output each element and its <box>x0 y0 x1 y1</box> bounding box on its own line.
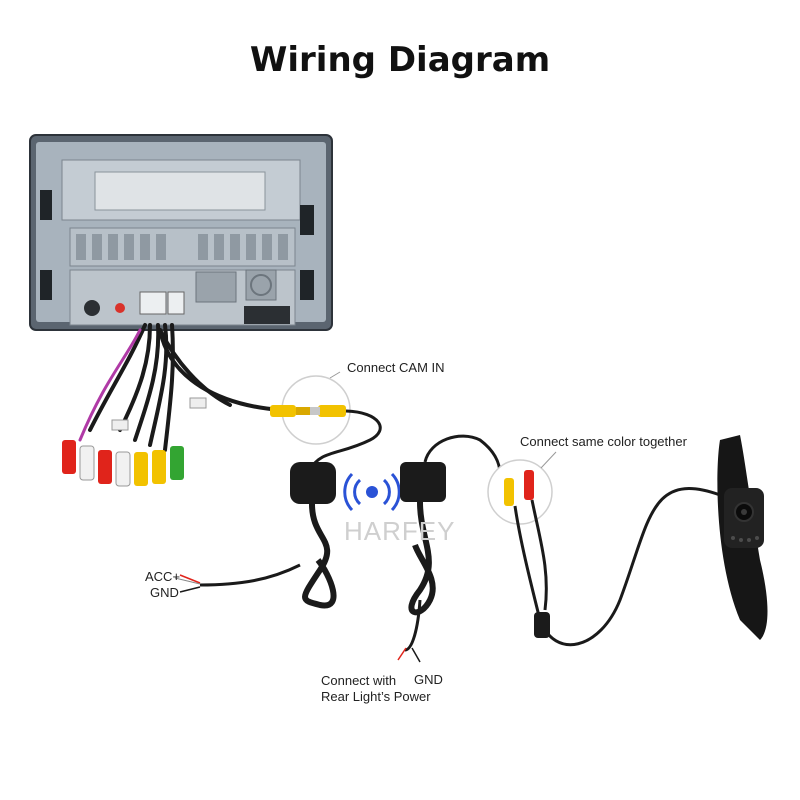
wireless-signal-icon <box>343 472 401 512</box>
label-gnd-left: GND <box>150 585 179 600</box>
label-acc-plus: ACC+ <box>145 569 181 584</box>
harness-wires <box>78 323 282 452</box>
cam-in-connection <box>270 371 351 445</box>
wireless-transmitter <box>397 434 502 663</box>
wireless-receiver <box>179 462 337 609</box>
same-color-connection <box>487 451 557 525</box>
label-rear-light-power: Rear Light’s Power <box>321 689 431 704</box>
license-plate-camera <box>717 435 768 640</box>
watermark: HARFEY <box>344 516 456 546</box>
label-connect-cam-in: Connect CAM IN <box>347 360 445 375</box>
label-gnd-bottom: GND <box>414 672 443 687</box>
rca-plugs-cluster <box>62 397 207 487</box>
label-connect-with: Connect with <box>321 673 397 688</box>
head-unit <box>29 134 333 331</box>
diagram-title: Wiring Diagram <box>249 40 551 80</box>
label-connect-same-color: Connect same color together <box>520 434 687 449</box>
